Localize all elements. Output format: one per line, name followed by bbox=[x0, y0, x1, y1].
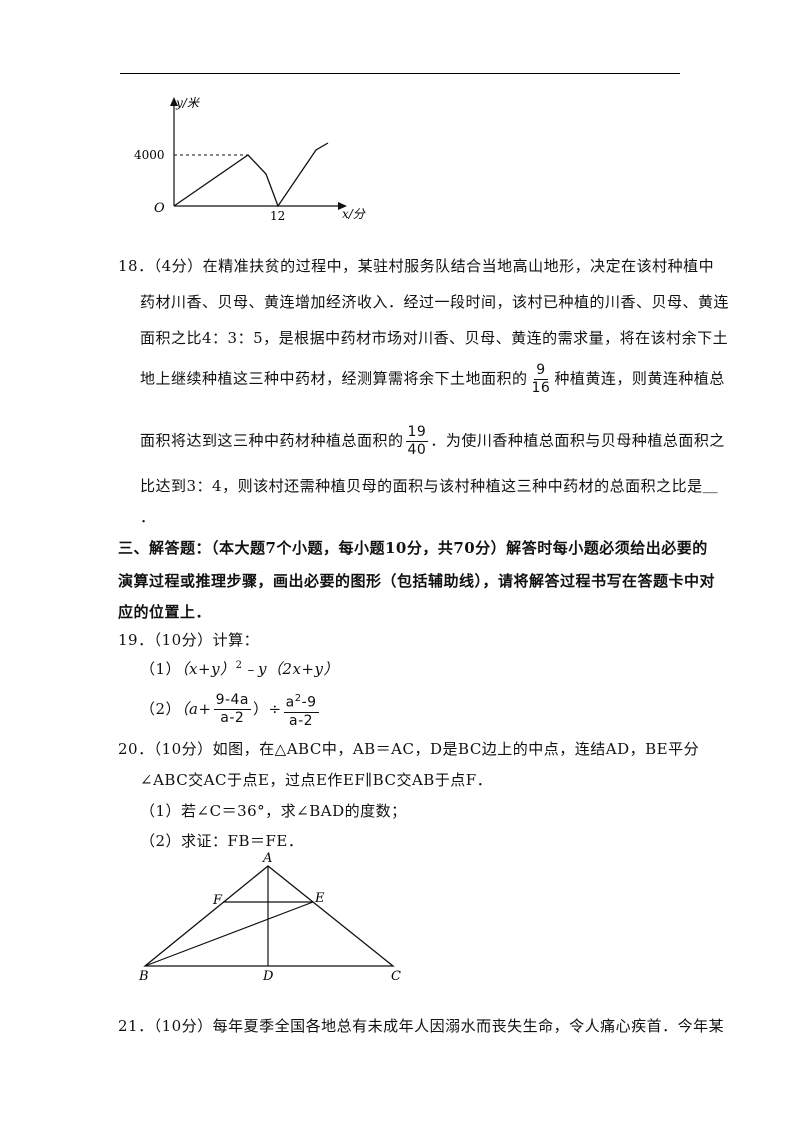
distance-time-graph: y/米 x/分 O 4000 12 bbox=[134, 96, 366, 223]
q18-line5-text-a: 面积将达到这三种中药材种植总面积的 bbox=[140, 431, 404, 450]
q18-line7: ． bbox=[140, 508, 156, 526]
x-tick-label: 12 bbox=[270, 209, 285, 223]
label-b: B bbox=[138, 969, 149, 984]
q20-line3: （1）若∠C＝36°，求∠BAD的度数； bbox=[140, 802, 407, 820]
q20-line2: ∠ABC交AC于点E，过点E作EF∥BC交AB于点F． bbox=[140, 771, 493, 789]
origin-label: O bbox=[154, 201, 165, 216]
q18-line5-text-b: ．为使川香种植总面积与贝母种植总面积之 bbox=[430, 431, 725, 450]
triangle-abc bbox=[143, 865, 395, 967]
q19-part2-open: （a+ bbox=[181, 699, 212, 718]
x-axis-arrow bbox=[338, 202, 347, 210]
q19-part1: （1）（x+y）2﹣y（2x+y） bbox=[140, 658, 339, 679]
q20-line4: （2）求证：FB＝FE． bbox=[140, 832, 304, 850]
q20-line1: 20．（10分）如图，在△ABC中，AB＝AC，D是BC边上的中点，连结AD，B… bbox=[118, 740, 700, 758]
q18-line3: 面积之比4：3：5，是根据中药材市场对川香、贝母、黄连的需求量，将在该村余下土 bbox=[140, 329, 729, 347]
q18-line6: 比达到3：4，则该村还需种植贝母的面积与该村种植这三种中药材的总面积之比是＿ bbox=[140, 477, 719, 495]
q19-part2-div: ）÷ bbox=[253, 699, 282, 718]
label-d: D bbox=[262, 969, 274, 984]
q19-part1-label: （1） bbox=[140, 660, 182, 678]
section3-line1: 三、解答题：（本大题7个小题，每小题10分，共70分）解答时每小题必须给出必要的 bbox=[118, 539, 708, 557]
q19-part2-label: （2） bbox=[140, 699, 182, 718]
q19-title: 19．（10分）计算： bbox=[118, 631, 260, 649]
label-a: A bbox=[262, 852, 272, 866]
q19-part1-exponent: 2 bbox=[235, 660, 243, 671]
y-axis-label: y/米 bbox=[175, 96, 201, 110]
q19-part1-rest: ﹣y（2x+y） bbox=[242, 660, 339, 678]
q18-line1: 18．（4分）在精准扶贫的过程中，某驻村服务队结合当地高山地形，决定在该村种植中 bbox=[118, 257, 715, 275]
q18-line4-text-b: 种植黄连，则黄连种植总 bbox=[554, 369, 725, 388]
section3-line2: 演算过程或推理步骤，画出必要的图形（包括辅助线），请将解答过程书写在答题卡中对 bbox=[118, 572, 716, 590]
y-axis-arrow bbox=[170, 97, 178, 106]
header-rule bbox=[120, 73, 680, 74]
x-axis-label: x/分 bbox=[342, 207, 366, 221]
label-f: F bbox=[212, 893, 223, 908]
graph-line bbox=[173, 142, 329, 208]
q18-line4-text-a: 地上继续种植这三种中药材，经测算需将余下土地面积的 bbox=[140, 369, 528, 388]
section3-line3: 应的位置上． bbox=[118, 603, 212, 621]
triangle-figure: A B C D E F bbox=[138, 852, 401, 984]
q18-line2: 药材川香、贝母、黄连增加经济收入．经过一段时间，该村已种植的川香、贝母、黄连 bbox=[140, 293, 730, 311]
segment-be bbox=[144, 901, 314, 967]
q19-part1-expr: （x+y） bbox=[181, 660, 236, 678]
label-e: E bbox=[314, 891, 325, 906]
label-c: C bbox=[391, 969, 401, 984]
y-tick-label: 4000 bbox=[134, 148, 165, 162]
q21-line1: 21．（10分）每年夏季全国各地总有未成年人因溺水而丧失生命，令人痛心疾首．今年… bbox=[118, 1017, 725, 1035]
